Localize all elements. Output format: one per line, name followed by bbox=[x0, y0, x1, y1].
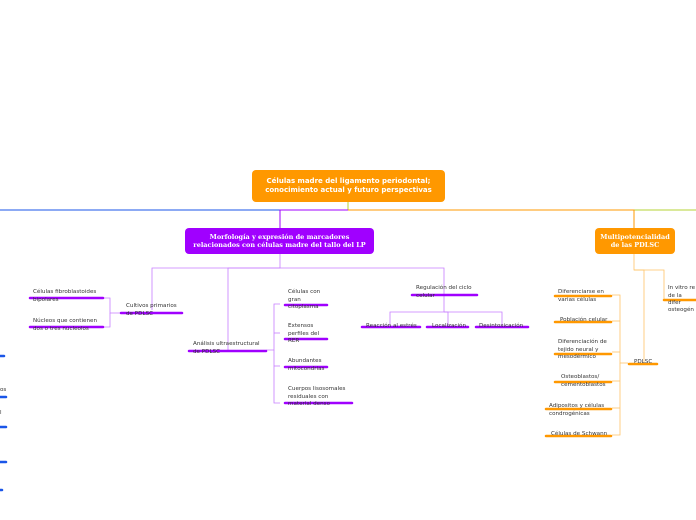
subtopic-poblacion-celular[interactable]: Población celular bbox=[560, 310, 612, 325]
purple-underlines bbox=[28, 293, 530, 405]
subtopic-diferenciacion-tejido[interactable]: Diferenciación de tejido neural y mesodé… bbox=[558, 332, 614, 361]
subtopic-label: In vitro re de la difer osteogén bbox=[668, 285, 696, 314]
root-topic-label: Células madre del ligamento periodontal;… bbox=[265, 177, 432, 194]
subtopic-pdlsc[interactable]: PDLSC bbox=[634, 352, 658, 367]
subtopic-label: Reacción al estrés bbox=[366, 323, 417, 330]
subtopic-label: Células con gran citoplasma bbox=[288, 289, 321, 310]
subtopic-reaccion-estres[interactable]: Reacción al estrés bbox=[366, 316, 422, 331]
subtopic-label: Análisis ultraestructural de PDLSC bbox=[193, 341, 260, 355]
subtopic-analisis-ultraestructural[interactable]: Análisis ultraestructural de PDLSC bbox=[193, 334, 267, 356]
topic-morfologia-label: Morfología y expresión de marcadores rel… bbox=[193, 232, 366, 249]
subtopic-label: Cultivos primarios de PDLSC bbox=[126, 303, 177, 317]
subtopic-osteoblastos[interactable]: Osteoblastos/ cementoblastos bbox=[561, 367, 611, 389]
subtopic-diferenciarse[interactable]: Diferenciarse en varias células bbox=[558, 282, 614, 304]
partial-label-left-1: os bbox=[0, 387, 7, 394]
connector-root-purple bbox=[279, 209, 348, 228]
subtopic-label: Diferenciación de tejido neural y mesodé… bbox=[558, 339, 607, 360]
subtopic-celulas-schwann[interactable]: Células de Schwann bbox=[551, 424, 611, 439]
subtopic-label: Osteoblastos/ cementoblastos bbox=[561, 374, 606, 388]
subtopic-label: Población celular bbox=[560, 317, 608, 324]
orange-underlines bbox=[544, 294, 696, 438]
connector-root-right bbox=[347, 202, 696, 211]
subtopic-label: Cuerpos lisosomales residuales con mater… bbox=[288, 386, 346, 407]
topic-multipotencialidad-label: Multipotencialidad de las PDLSC bbox=[600, 232, 670, 249]
subtopic-nucleos[interactable]: Núcleos que contienen dos o tres nucleol… bbox=[33, 311, 105, 333]
subtopic-in-vitro-partial[interactable]: In vitro re de la difer osteogén bbox=[668, 278, 696, 314]
subtopic-extensos-perfiles[interactable]: Extensos perfiles del RER bbox=[288, 316, 328, 345]
root-topic[interactable]: Células madre del ligamento periodontal;… bbox=[252, 170, 445, 202]
topic-multipotencialidad[interactable]: Multipotencialidad de las PDLSC bbox=[595, 228, 675, 254]
subtopic-cultivos-primarios[interactable]: Cultivos primarios de PDLSC bbox=[126, 296, 184, 318]
subtopic-label: Adipositos y células condrogénicas bbox=[549, 403, 605, 417]
partial-label-left-2: l bbox=[0, 410, 2, 417]
connector-root-orange bbox=[348, 209, 635, 228]
subtopic-label: Regulación del ciclo celular bbox=[416, 285, 472, 299]
subtopic-label: Abundantes mitocondrias bbox=[288, 358, 325, 372]
subtopic-abundantes-mitocondrias[interactable]: Abundantes mitocondrias bbox=[288, 351, 330, 373]
subtopic-celulas-gran-citoplasma[interactable]: Células con gran citoplasma bbox=[288, 282, 328, 311]
blue-underlines bbox=[0, 354, 8, 492]
subtopic-celulas-fibroblastoides[interactable]: Células fibroblastoides bipolares bbox=[33, 282, 105, 304]
subtopic-label: Extensos perfiles del RER bbox=[288, 323, 320, 344]
subtopic-adipositos[interactable]: Adipositos y células condrogénicas bbox=[549, 396, 613, 418]
purple-subtree-lines bbox=[104, 254, 503, 404]
subtopic-cuerpos-lisosomales[interactable]: Cuerpos lisosomales residuales con mater… bbox=[288, 379, 350, 408]
subtopic-label: PDLSC bbox=[634, 359, 653, 366]
subtopic-label: Localización bbox=[432, 323, 467, 330]
subtopic-label: Núcleos que contienen dos o tres nucleol… bbox=[33, 318, 97, 332]
subtopic-label: Células de Schwann bbox=[551, 431, 608, 438]
topic-morfologia[interactable]: Morfología y expresión de marcadores rel… bbox=[185, 228, 374, 254]
subtopic-label: Desintoxicación bbox=[479, 323, 524, 330]
connector-root-left bbox=[0, 202, 349, 211]
subtopic-localizacion[interactable]: Localización bbox=[432, 316, 470, 331]
subtopic-desintoxicacion[interactable]: Desintoxicación bbox=[479, 316, 529, 331]
orange-subtree-lines bbox=[612, 254, 665, 436]
subtopic-label: Células fibroblastoides bipolares bbox=[33, 289, 97, 303]
subtopic-regulacion-ciclo[interactable]: Regulación del ciclo celular bbox=[416, 278, 476, 300]
subtopic-label: Diferenciarse en varias células bbox=[558, 289, 604, 303]
